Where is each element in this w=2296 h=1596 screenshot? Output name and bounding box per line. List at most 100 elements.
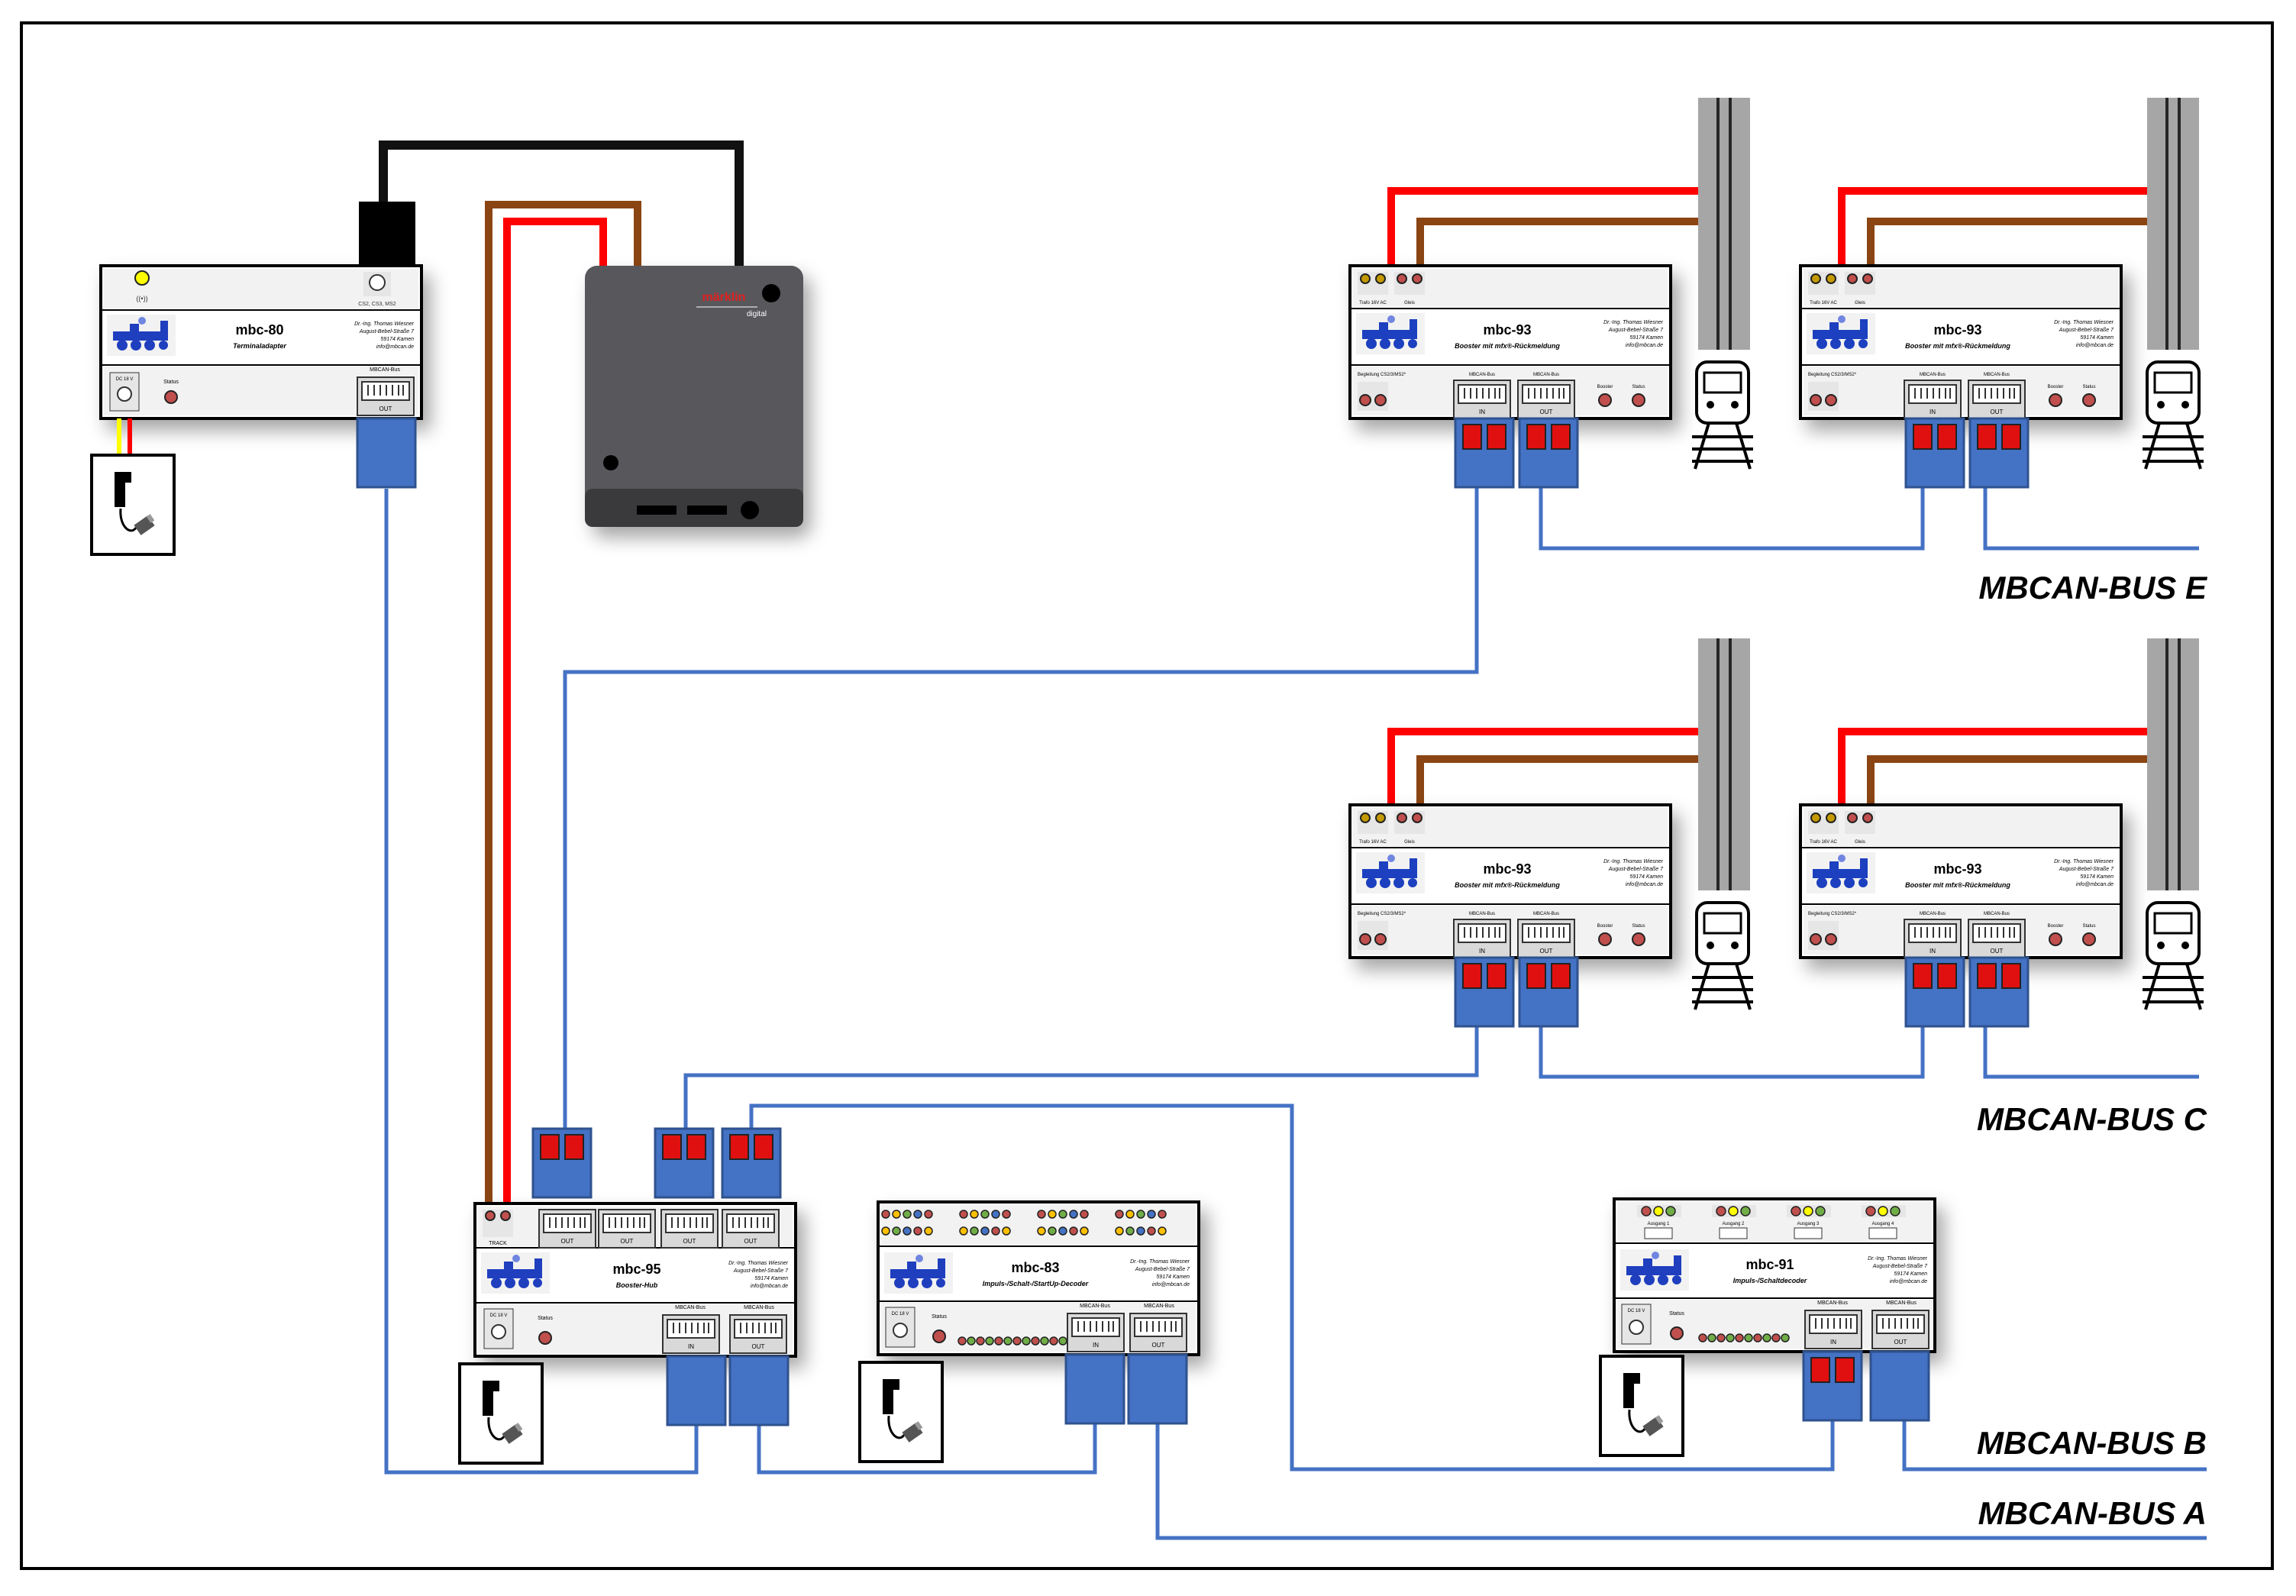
brand-label: märklin	[702, 291, 746, 304]
wire-brown-track	[485, 201, 641, 1207]
label-trafo: Trafo 16V AC	[1359, 301, 1387, 305]
port-out-label: OUT	[1540, 948, 1553, 955]
bus-label-a: MBCAN-BUS A	[1978, 1495, 2207, 1531]
bus-connector[interactable]	[1802, 1350, 1863, 1422]
address-1: Dr.-Ing. Thomas Wiesner	[2054, 320, 2114, 325]
bus-connector[interactable]	[666, 1355, 727, 1426]
bus-connector[interactable]	[721, 1127, 782, 1199]
label-bus: MBCAN-Bus	[1080, 1304, 1110, 1309]
bus-connector[interactable]	[1454, 417, 1515, 489]
status-led	[892, 1210, 901, 1219]
status-led	[1147, 1226, 1156, 1236]
cable-black	[379, 141, 744, 266]
label-bus: MBCAN-Bus	[1984, 373, 2010, 377]
status-led	[1158, 1226, 1167, 1236]
bus-connector[interactable]	[654, 1127, 715, 1199]
label-bus: MBCAN-Bus	[1469, 373, 1495, 377]
label-booster: Booster	[2048, 924, 2064, 929]
label-gleis: Gleis	[1404, 840, 1415, 845]
dc-jack[interactable]	[1629, 1320, 1644, 1335]
status-led	[892, 1226, 901, 1236]
label-gleis: Gleis	[1855, 301, 1865, 305]
bus-connector[interactable]	[1904, 956, 1965, 1028]
led-row	[881, 1210, 1167, 1236]
mbc95-module[interactable]: TRACK OUT OUT OUT OUT mbc-95 Booster-Hub…	[473, 1127, 797, 1426]
status-led	[991, 1210, 1000, 1219]
bus-connector[interactable]	[1127, 1353, 1188, 1425]
label-trafo: Trafo 16V AC	[1359, 840, 1387, 845]
dc-jack[interactable]	[491, 1324, 506, 1339]
label-gleis: Gleis	[1855, 840, 1865, 845]
bus-connector[interactable]	[1968, 417, 2030, 489]
bus-connector[interactable]	[1454, 956, 1515, 1028]
bus-connector[interactable]	[1064, 1353, 1125, 1425]
output-led	[1707, 1333, 1716, 1342]
address-2: August-Bebel-Straße 7	[1608, 867, 1664, 872]
address-3: 59174 Kamen	[1156, 1275, 1190, 1280]
label-booster: Booster	[2048, 385, 2064, 389]
address-2: August-Bebel-Straße 7	[733, 1268, 789, 1274]
bus-connector[interactable]	[1518, 417, 1579, 489]
label-bus: MBCAN-Bus	[1533, 373, 1559, 377]
address-2: August-Bebel-Straße 7	[1872, 1264, 1928, 1269]
label-trafo: Trafo 16V AC	[1810, 840, 1837, 845]
dc-jack[interactable]	[893, 1323, 908, 1338]
output-led	[957, 1336, 967, 1346]
bus-connector[interactable]	[1869, 1350, 1930, 1422]
bus-connector[interactable]	[1518, 956, 1579, 1028]
bus-connector[interactable]	[356, 417, 417, 489]
address-3: 59174 Kamen	[754, 1276, 788, 1281]
power-supply-icon	[458, 1362, 544, 1465]
port-out-label: OUT	[752, 1343, 765, 1350]
status-led	[980, 1226, 990, 1236]
bus-label-c: MBCAN-BUS C	[1977, 1101, 2207, 1137]
output-led	[1012, 1336, 1022, 1346]
module-subtitle: Impuls-/Schalt-/StartUp-Decoder	[983, 1280, 1089, 1287]
status-led	[1080, 1226, 1089, 1236]
bus-connector[interactable]	[728, 1355, 790, 1426]
label-bus: MBCAN-Bus	[370, 367, 400, 373]
label-status: Status	[1632, 385, 1645, 389]
status-led	[1815, 1206, 1826, 1216]
status-led	[980, 1210, 990, 1219]
module-title: mbc-93	[1933, 861, 1981, 877]
mbc83-module[interactable]: mbc-83 Impuls-/Schalt-/StartUp-Decoder D…	[877, 1200, 1200, 1425]
label-bus: MBCAN-Bus	[1817, 1300, 1848, 1306]
status-led	[1740, 1206, 1751, 1216]
label-bus: MBCAN-Bus	[1984, 912, 2010, 916]
label-status: Status	[538, 1316, 553, 1321]
status-led	[1069, 1210, 1078, 1219]
logo-icon	[884, 1252, 953, 1294]
status-led	[1125, 1210, 1135, 1219]
label-bus: MBCAN-Bus	[675, 1305, 706, 1310]
address-4: info@mbcan.de	[2076, 882, 2114, 887]
bus-connector[interactable]	[531, 1127, 593, 1199]
status-led	[991, 1226, 1000, 1236]
output-led	[967, 1336, 976, 1346]
dc-jack[interactable]	[117, 386, 132, 402]
address-2: August-Bebel-Straße 7	[2059, 867, 2114, 872]
bus-connector[interactable]	[1968, 956, 2030, 1028]
mbc80-module[interactable]: ((•)) CS2, CS3, MS2 mbc-80 Terminaladapt…	[99, 202, 423, 455]
address-2: August-Bebel-Straße 7	[1135, 1267, 1190, 1272]
output-led	[1022, 1336, 1031, 1346]
central-station[interactable]: märklin digital	[585, 266, 803, 527]
module-subtitle: Booster-Hub	[616, 1281, 658, 1289]
address-1: Dr.-Ing. Thomas Wiesner	[1868, 1256, 1928, 1262]
output-led	[1771, 1333, 1781, 1342]
bus-connector[interactable]	[1904, 417, 1965, 489]
track-e2	[2147, 98, 2199, 350]
label-status: Status	[2082, 385, 2095, 389]
led-yellow	[134, 270, 150, 286]
track-c2	[2147, 638, 2199, 890]
port-out-label: OUT	[744, 1238, 757, 1245]
port-in-label: IN	[1929, 409, 1936, 415]
module-title: mbc-93	[1483, 322, 1531, 338]
status-led	[959, 1226, 968, 1236]
usb-plug	[359, 202, 415, 266]
